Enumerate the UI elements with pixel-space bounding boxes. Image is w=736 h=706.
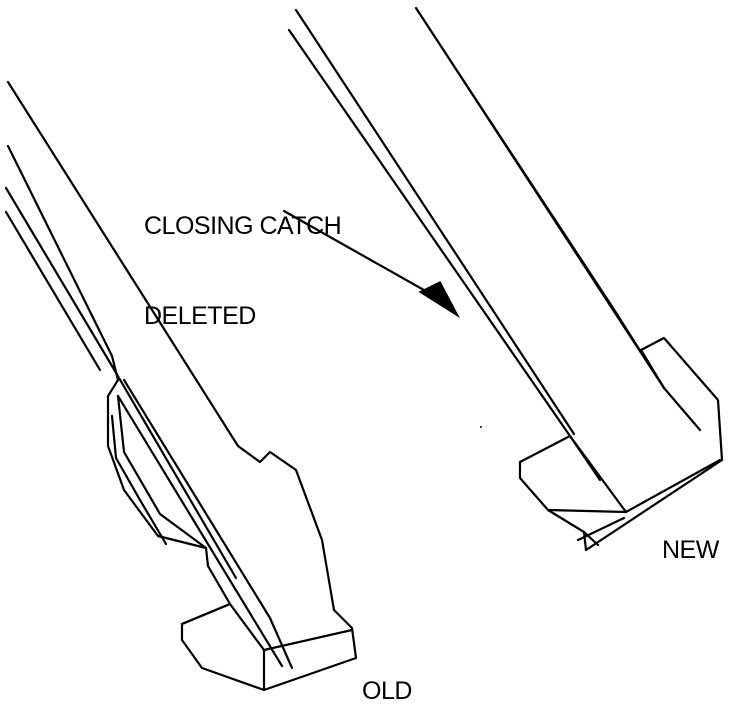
old-part-drawing <box>4 80 358 692</box>
new-label: NEW <box>662 536 719 564</box>
callout-label: CLOSING CATCH DELETED <box>144 151 342 361</box>
old-label: OLD <box>362 677 412 705</box>
callout-line-1: CLOSING CATCH <box>144 212 342 240</box>
stray-mark <box>480 426 482 428</box>
new-part-detail <box>415 7 665 389</box>
callout-arrow <box>282 209 460 319</box>
callout-line-2: DELETED <box>144 302 256 330</box>
new-part-drawing <box>287 6 724 552</box>
